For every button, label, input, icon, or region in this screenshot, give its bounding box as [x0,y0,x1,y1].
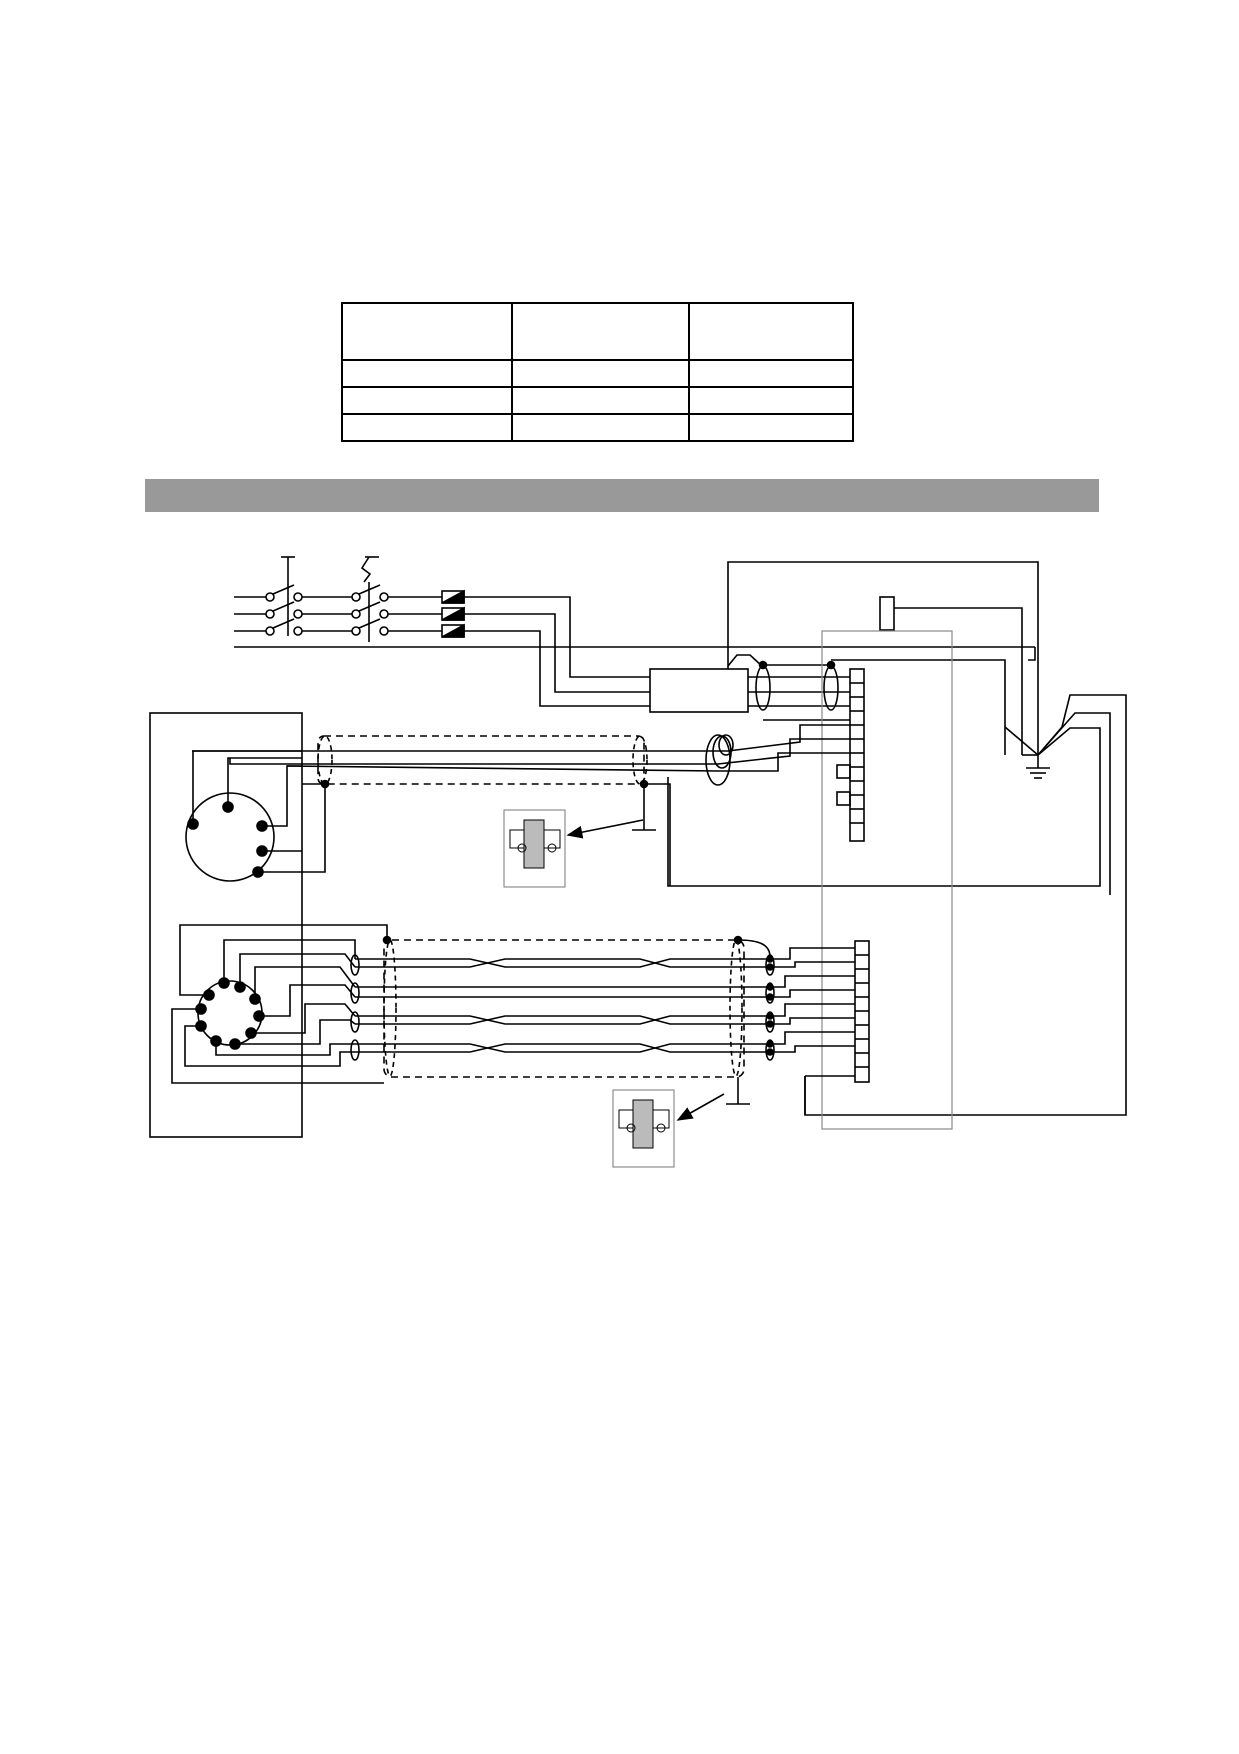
main-switch [234,556,352,636]
motor-cable [192,724,850,886]
table-cell [341,359,513,388]
table-header-row [341,302,854,361]
encoder-cable [350,935,855,1105]
motor-connector [185,750,326,882]
shield-clamp-detail [612,1089,725,1168]
control-unit-outline [821,630,953,1130]
shield-clamp-detail [503,809,644,888]
table-cell [511,413,690,442]
table-row [341,386,854,415]
encoder-connector [171,924,388,1084]
table-cell [688,359,854,388]
table-cell [511,302,690,361]
table-cell [511,386,690,415]
table-row [341,413,854,442]
table-cell [341,386,513,415]
table-row [341,359,854,388]
table-cell [688,386,854,415]
relay [879,596,895,631]
table-cell [688,413,854,442]
mains-filter [649,668,749,713]
ferrite-core [705,734,734,786]
table-cell [688,302,854,361]
terminal-block-signal [805,940,870,1083]
table-cell [511,359,690,388]
table-cell [341,302,513,361]
spec-table [341,302,854,442]
terminal-block-power [836,668,865,842]
thermal-relay [351,556,442,642]
table-cell [341,413,513,442]
section-header-bar [145,479,1099,512]
fuses [441,589,465,638]
ground-star [667,694,1127,1116]
